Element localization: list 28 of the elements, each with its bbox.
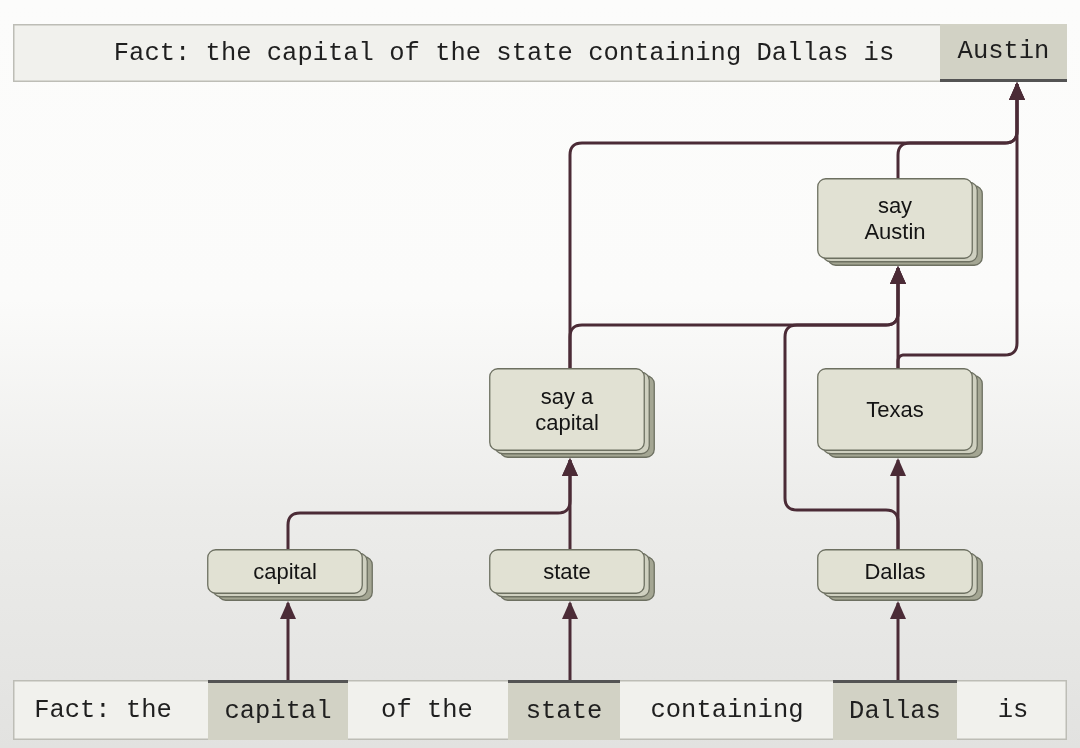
feature-box xyxy=(817,178,983,266)
feature-label: Texas xyxy=(866,396,924,423)
token-bar xyxy=(13,24,1067,82)
feature-box xyxy=(817,549,983,601)
token-bar xyxy=(13,680,1067,740)
arrow xyxy=(280,601,296,680)
feature-box xyxy=(207,549,373,601)
feature-label: Dallas xyxy=(864,558,926,585)
arrow xyxy=(562,601,578,680)
feature-box xyxy=(489,549,655,601)
token-text: of the xyxy=(377,695,477,725)
feature-label: say Austin xyxy=(863,192,927,245)
token-text: Fact: the xyxy=(28,695,178,725)
arrow xyxy=(896,82,1025,368)
feature-label: say a capital xyxy=(534,383,600,436)
token-text: containing xyxy=(647,695,807,725)
feature-box xyxy=(489,368,655,458)
arrow xyxy=(562,458,578,549)
arrow xyxy=(890,601,906,680)
highlighted-token: Dallas xyxy=(833,680,957,740)
highlighted-token: Austin xyxy=(940,24,1067,82)
feature-label: state xyxy=(543,558,591,585)
feature-box xyxy=(817,368,983,458)
token-text: is xyxy=(988,695,1038,725)
highlighted-token: state xyxy=(508,680,620,740)
token-text: Fact: the capital of the state containing Dallas is xyxy=(104,36,904,70)
highlighted-token: capital xyxy=(208,680,348,740)
feature-label: capital xyxy=(253,558,317,585)
